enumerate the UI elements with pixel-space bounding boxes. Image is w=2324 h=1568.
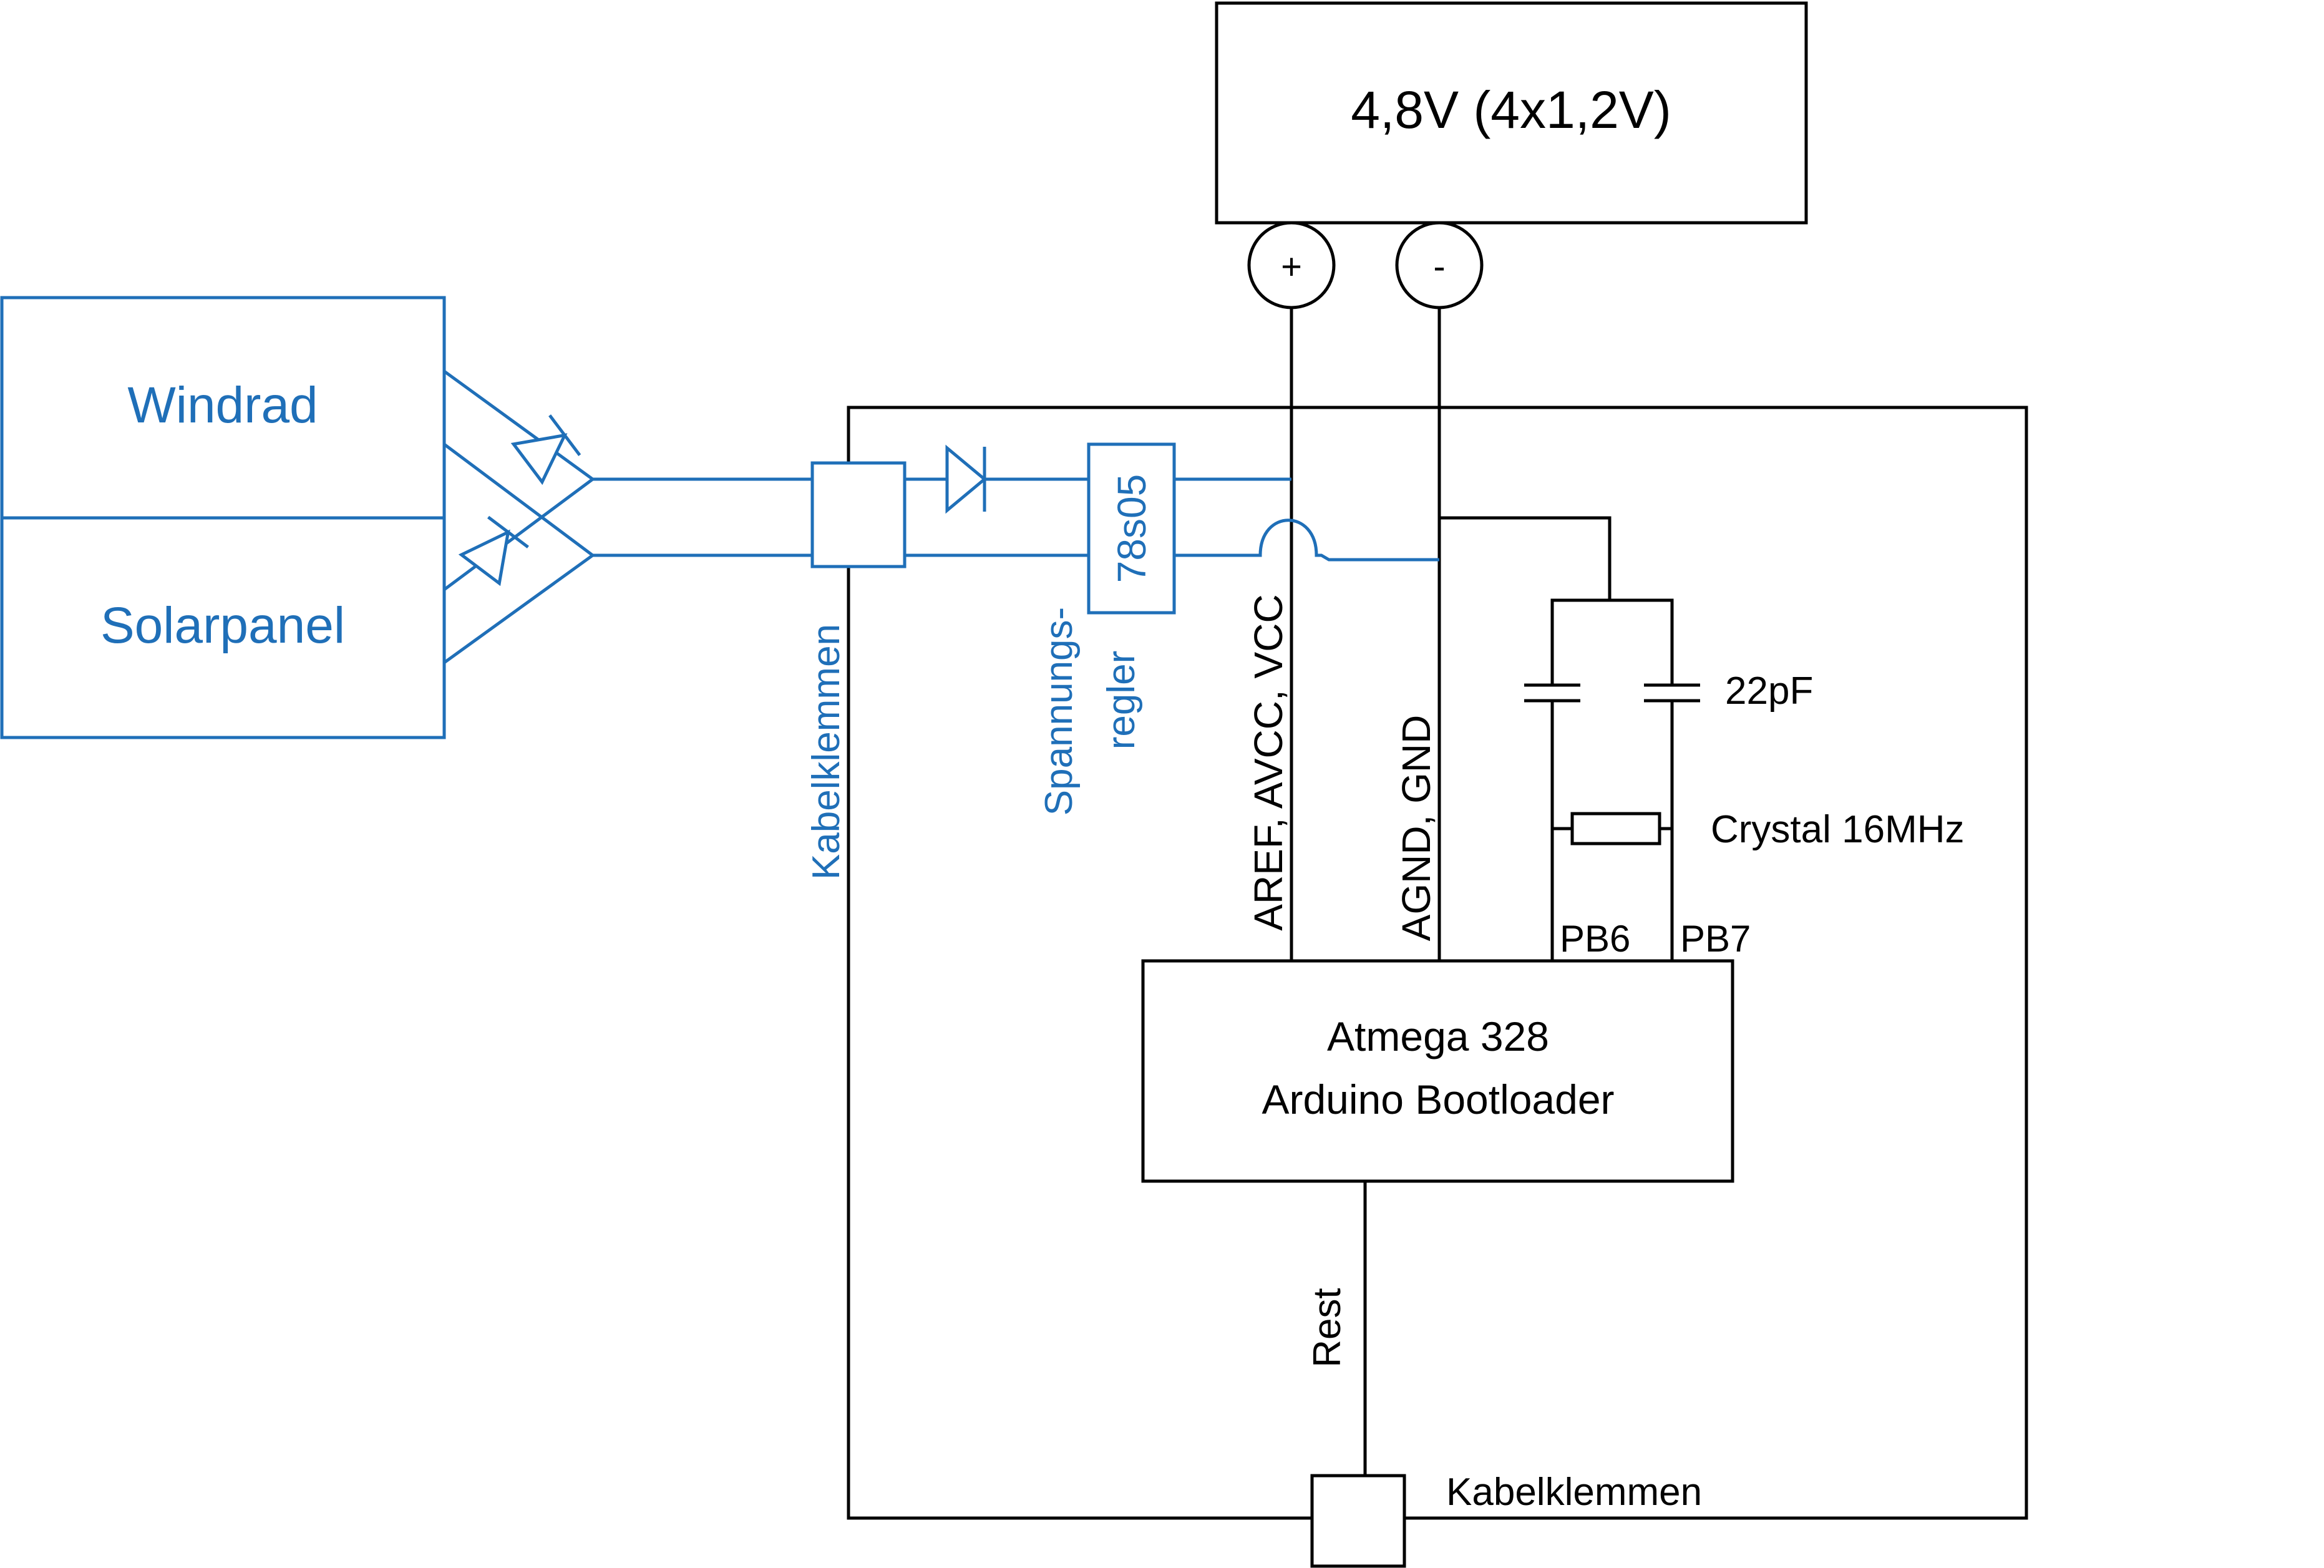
energy-sources: Windrad Solarpanel	[0, 296, 446, 739]
regulator-label-line1: Spannungs-	[1038, 607, 1081, 816]
series-diode	[945, 444, 987, 514]
solar-diode-bar	[487, 515, 529, 548]
battery-label: 4,8V (4x1,2V)	[1351, 80, 1671, 139]
regulator-box	[1087, 442, 1176, 615]
voltage-regulator: 78s05	[1087, 442, 1176, 615]
capacitor-label: 22pF	[1725, 670, 1813, 713]
solar-label: Solarpanel	[100, 597, 345, 654]
battery-box	[1215, 1, 1808, 225]
series-diode-triangle	[945, 444, 987, 514]
gnd-to-caps-wire	[1439, 516, 1612, 600]
ground-rail-label: AGND, GND	[1394, 715, 1439, 942]
cap-top-bus	[1550, 598, 1674, 685]
regulator-label-line2: regler	[1100, 651, 1143, 750]
solar-rectifier-diode	[458, 515, 529, 587]
mcu-box	[1141, 959, 1734, 1183]
wind-rectifier-diode	[510, 414, 581, 485]
wind-diode-bar	[548, 414, 581, 456]
reset-label: Rest	[1306, 1288, 1349, 1367]
minus-sign: -	[1433, 246, 1445, 287]
black-wiring	[1290, 308, 1674, 1476]
output-terminal-block	[1310, 1474, 1406, 1568]
crystal: Crystal 16MHz	[1552, 808, 1965, 851]
wind-diode-triangle	[510, 433, 568, 485]
crystal-label: Crystal 16MHz	[1711, 808, 1965, 851]
pin-label-pb6: PB6	[1560, 918, 1630, 960]
input-terminal-label: Kabelklemmen	[805, 624, 848, 880]
battery-pack: 4,8V (4x1,2V) + -	[1215, 1, 1808, 309]
solar-diode-triangle	[458, 529, 510, 587]
wind-label: Windrad	[127, 377, 318, 434]
output-terminal-label: Kabelklemmen	[1446, 1471, 1702, 1514]
mcu-name: Atmega 328	[1327, 1013, 1549, 1059]
mcu-bootloader: Arduino Bootloader	[1262, 1076, 1614, 1122]
input-terminal-block	[810, 461, 907, 568]
plus-sign: +	[1281, 246, 1302, 287]
regulator-part-label: 78s05	[1109, 474, 1154, 583]
capacitor-pair: 22pF	[1524, 670, 1813, 713]
ground-crossover-line	[1174, 519, 1439, 562]
pin-label-pb7: PB7	[1680, 918, 1751, 960]
enclosure-outline	[847, 406, 2028, 1520]
power-rail-label: AREF, AVCC, VCC	[1246, 594, 1291, 930]
crystal-body	[1570, 812, 1661, 845]
microcontroller: Atmega 328 Arduino Bootloader	[1141, 959, 1734, 1183]
